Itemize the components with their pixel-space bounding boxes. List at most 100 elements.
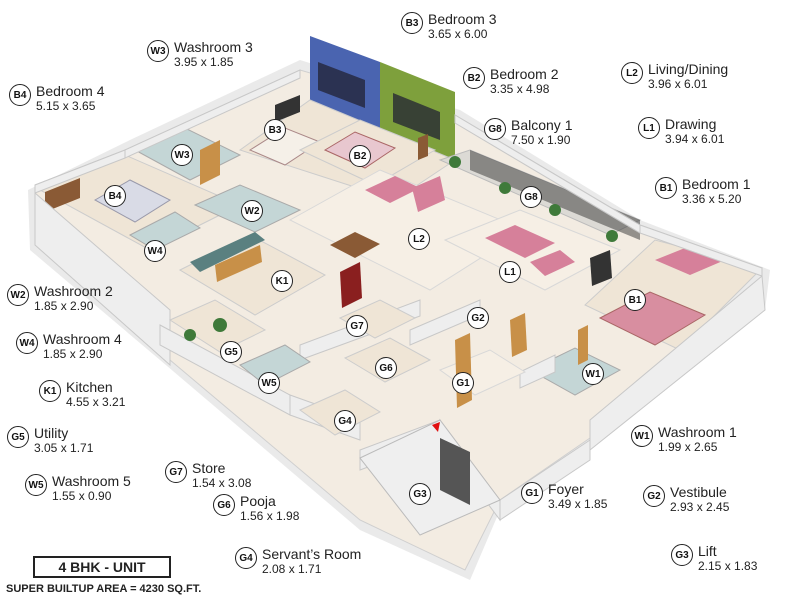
marker-b3: B3: [264, 119, 286, 141]
lift-floor: [359, 419, 501, 536]
fridge: [340, 262, 362, 308]
room-name: Living/Dining: [648, 61, 729, 77]
marker-w4: W4: [144, 240, 166, 262]
room-size: 7.50 x 1.90: [511, 133, 571, 147]
room-size: 4.55 x 3.21: [66, 395, 126, 409]
marker-g5: G5: [220, 341, 242, 363]
legend-badge: W1: [631, 425, 653, 447]
legend-badge: G4: [235, 547, 257, 569]
legend-badge: W5: [25, 474, 47, 496]
lift-doors: [440, 438, 470, 505]
legend-badge: B1: [655, 177, 677, 199]
room-size: 1.54 x 3.08: [192, 476, 252, 490]
b2-floor-lamp: [418, 134, 428, 160]
room-size: 2.15 x 1.83: [698, 559, 758, 573]
foyer-door: [455, 333, 472, 408]
room-size: 1.85 x 2.90: [43, 347, 103, 361]
marker-g7: G7: [346, 315, 368, 337]
room-size: 2.93 x 2.45: [670, 500, 730, 514]
marker-b4: B4: [104, 185, 126, 207]
entry-arrow: [432, 422, 440, 432]
legend-badge: G3: [671, 544, 693, 566]
marker-g3: G3: [409, 483, 431, 505]
drawing-sofa-main: [485, 225, 555, 258]
room-name: Drawing: [665, 116, 717, 132]
room-name: Bedroom 2: [490, 66, 559, 82]
room-name: Bedroom 4: [36, 83, 105, 99]
room-name: Bedroom 3: [428, 11, 497, 27]
room-size: 5.15 x 3.65: [36, 99, 96, 113]
marker-w2: W2: [241, 200, 263, 222]
marker-l2: L2: [408, 228, 430, 250]
legend-badge: K1: [39, 380, 61, 402]
room-name: Kitchen: [66, 379, 113, 395]
room-name: Store: [192, 460, 226, 476]
legend-badge: L2: [621, 62, 643, 84]
room-size: 1.56 x 1.98: [240, 509, 300, 523]
marker-l1: L1: [499, 261, 521, 283]
b3-window-blue: [318, 62, 365, 108]
room-name: Balcony 1: [511, 117, 573, 133]
w3-door: [200, 140, 220, 185]
room-size: 3.95 x 1.85: [174, 55, 234, 69]
room-name: Vestibule: [670, 484, 727, 500]
w1-door: [578, 325, 588, 365]
room-size: 3.96 x 6.01: [648, 77, 708, 91]
room-size: 2.08 x 1.71: [262, 562, 322, 576]
legend-badge: W3: [147, 40, 169, 62]
legend-badge: W4: [16, 332, 38, 354]
legend-badge: B2: [463, 67, 485, 89]
room-size: 3.05 x 1.71: [34, 441, 94, 455]
plants: [184, 156, 618, 341]
room-name: Utility: [34, 425, 69, 441]
room-size: 1.85 x 2.90: [34, 299, 94, 313]
room-size: 3.65 x 6.00: [428, 27, 488, 41]
marker-k1: K1: [271, 270, 293, 292]
drawing-tv-unit: [590, 250, 612, 286]
kitchen-cabinets: [215, 245, 262, 282]
legend-badge: B3: [401, 12, 423, 34]
room-name: Lift: [698, 543, 717, 559]
w5-floor: [239, 344, 311, 386]
room-name: Washroom 3: [174, 39, 253, 55]
kitchen-counter: [190, 232, 265, 272]
room-size: 3.35 x 4.98: [490, 82, 550, 96]
balcony-glass: [470, 150, 640, 240]
room-name: Washroom 2: [34, 283, 113, 299]
room-name: Washroom 1: [658, 424, 737, 440]
dining-table: [330, 232, 380, 258]
vestibule-door: [510, 313, 527, 357]
legend-badge: G7: [165, 461, 187, 483]
legend-badge: G8: [484, 118, 506, 140]
room-size: 3.49 x 1.85: [548, 497, 608, 511]
room-size: 3.36 x 5.20: [682, 192, 742, 206]
legend-badge: G1: [521, 482, 543, 504]
marker-w5: W5: [258, 372, 280, 394]
b3-window-green: [393, 93, 440, 140]
legend-badge: B4: [9, 84, 31, 106]
unit-type-label: 4 BHK - UNIT: [33, 556, 171, 578]
marker-w3: W3: [171, 144, 193, 166]
marker-g8: G8: [520, 186, 542, 208]
legend-badge: L1: [638, 117, 660, 139]
marker-w1: W1: [582, 363, 604, 385]
legend-badge: G6: [213, 494, 235, 516]
room-size: 1.55 x 0.90: [52, 489, 112, 503]
